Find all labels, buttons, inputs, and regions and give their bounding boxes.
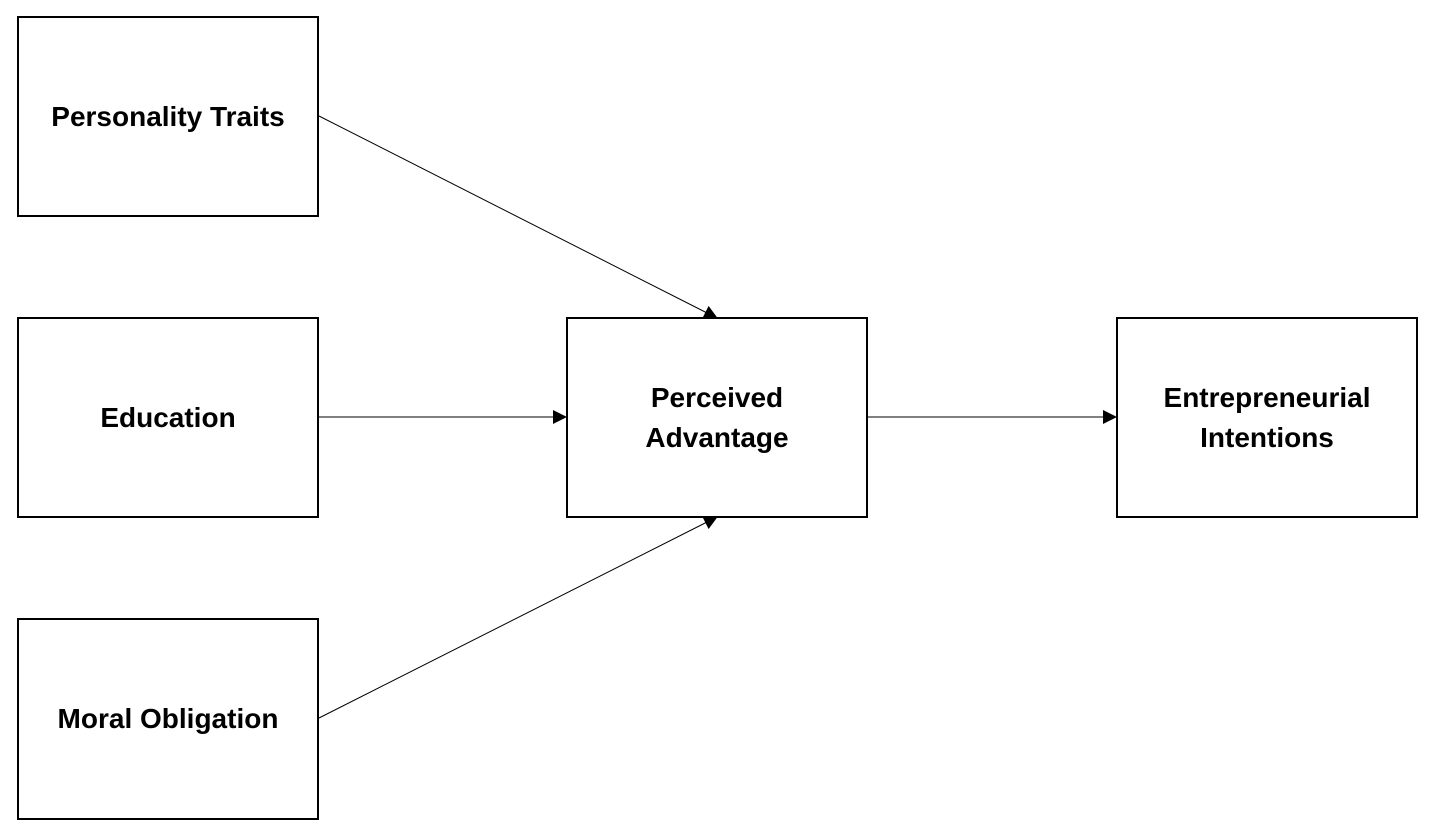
- node-entrepreneurial-intentions: Entrepreneurial Intentions: [1116, 317, 1418, 518]
- arrow-moral-to-perceived: [318, 516, 718, 719]
- node-label: Entrepreneurial Intentions: [1163, 381, 1371, 453]
- node-label: Education: [100, 401, 236, 433]
- node-perceived-advantage: Perceived Advantage: [566, 317, 868, 518]
- node-label: Perceived Advantage: [645, 381, 789, 453]
- node-label: Personality Traits: [51, 100, 285, 132]
- node-personality-traits: Personality Traits: [17, 16, 319, 217]
- node-education: Education: [17, 317, 319, 518]
- arrow-personality-to-perceived: [318, 115, 718, 319]
- node-moral-obligation: Moral Obligation: [17, 618, 319, 820]
- node-label: Moral Obligation: [57, 703, 279, 734]
